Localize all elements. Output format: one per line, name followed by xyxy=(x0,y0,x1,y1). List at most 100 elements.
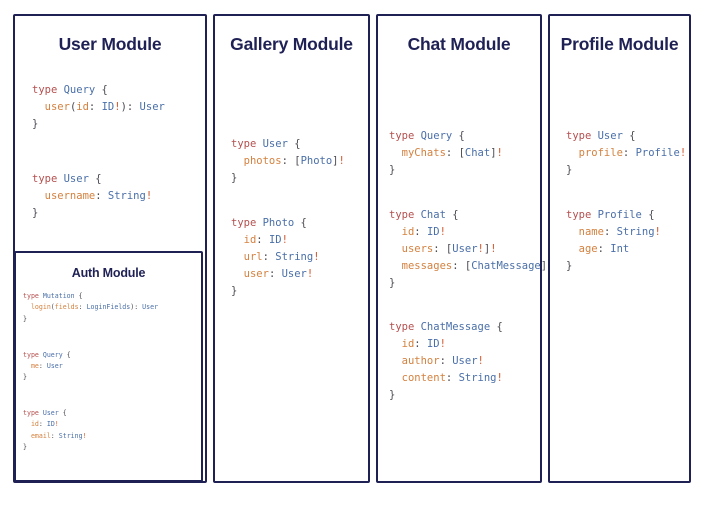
token-brace: } xyxy=(23,442,27,451)
token-bracket: [ xyxy=(464,259,472,272)
token-brace: } xyxy=(32,207,39,219)
token-keyword: type xyxy=(23,292,43,300)
token-field-name: messages xyxy=(389,259,453,272)
token-field-name: name xyxy=(566,225,604,238)
token-keyword: type xyxy=(231,138,263,150)
code-block-auth: type Mutation { login(fields: LoginField… xyxy=(16,291,201,453)
graphql-snippet-user: type Query { user(id: ID!): User } type … xyxy=(32,82,205,222)
token-colon: : xyxy=(433,242,446,255)
token-non-null: ! xyxy=(490,242,497,255)
code-block-user: type Query { user(id: ID!): User } type … xyxy=(15,82,205,222)
token-field-name: profile xyxy=(566,147,623,159)
token-brace: } xyxy=(389,164,396,176)
token-non-null: ! xyxy=(679,147,687,159)
code-block-profile: type User { profile: Profile! } type Pro… xyxy=(550,128,689,275)
module-card-user[interactable]: User Module type Query { user(id: ID!): … xyxy=(13,14,207,483)
token-keyword: type xyxy=(231,216,263,229)
graphql-snippet-profile: type User { profile: Profile! } type Pro… xyxy=(566,128,689,275)
module-card-chat[interactable]: Chat Module type Query { myChats: [Chat]… xyxy=(376,14,553,483)
token-colon: : xyxy=(414,225,427,238)
token-non-null: ! xyxy=(114,101,121,113)
token-bracket: [ xyxy=(445,242,453,255)
token-non-null: ! xyxy=(313,250,320,263)
token-brace: { xyxy=(490,321,503,333)
token-field-name: id xyxy=(389,225,415,238)
token-keyword: type xyxy=(23,409,43,417)
graphql-snippet-chat: type Query { myChats: [Chat]! } type Cha… xyxy=(389,128,553,404)
module-card-profile[interactable]: Profile Module type User { profile: Prof… xyxy=(548,14,691,483)
token-return-type: User xyxy=(139,101,165,113)
token-brace: } xyxy=(389,389,396,401)
token-arg-name: id xyxy=(76,101,89,113)
graphql-snippet-gallery: type User { photos: [Photo]! } type Phot… xyxy=(231,136,368,300)
token-field-type: Profile xyxy=(635,147,680,159)
token-colon: : xyxy=(38,361,47,370)
token-colon: : xyxy=(134,303,143,312)
token-colon: : xyxy=(603,225,617,238)
module-title-gallery: Gallery Module xyxy=(230,34,353,54)
token-type-name: Query xyxy=(420,130,453,142)
token-non-null: ! xyxy=(439,225,446,238)
token-field-name: username xyxy=(32,190,96,202)
token-keyword: type xyxy=(389,208,421,221)
token-non-null: ! xyxy=(439,338,446,350)
token-field-name: user xyxy=(32,101,70,113)
token-colon: : xyxy=(50,431,59,440)
token-brace: { xyxy=(74,292,83,300)
token-type-name: Profile xyxy=(597,208,642,221)
token-colon: : xyxy=(439,355,453,367)
token-bracket: [ xyxy=(294,155,301,167)
token-brace: } xyxy=(32,118,39,130)
token-bracket: [ xyxy=(458,147,465,159)
token-colon: : xyxy=(78,303,87,312)
token-paren: ( xyxy=(69,101,77,113)
token-colon: : xyxy=(262,250,276,263)
token-non-null: ! xyxy=(54,420,59,429)
token-brace: { xyxy=(452,130,465,142)
token-keyword: type xyxy=(23,350,43,359)
token-field-type: ID xyxy=(46,420,55,429)
token-brace: { xyxy=(641,208,655,221)
token-type-name: Mutation xyxy=(42,292,75,300)
token-colon: : xyxy=(126,101,140,113)
token-paren: ( xyxy=(50,303,55,312)
token-field-name: url xyxy=(231,250,263,263)
token-brace: { xyxy=(294,216,307,229)
token-non-null: ! xyxy=(654,225,661,238)
token-colon: : xyxy=(95,190,108,202)
token-field-type: ID xyxy=(426,338,440,350)
token-colon: : xyxy=(38,420,47,429)
token-keyword: type xyxy=(566,130,598,142)
module-title-user: User Module xyxy=(58,34,162,54)
module-title-auth: Auth Module xyxy=(71,266,146,280)
token-non-null: ! xyxy=(496,147,503,159)
token-non-null: ! xyxy=(496,372,503,384)
token-brace: { xyxy=(58,409,67,417)
token-arg-name: fields xyxy=(54,303,79,312)
token-field-type: Int xyxy=(610,242,630,255)
module-card-auth[interactable]: Auth Module type Mutation { login(fields… xyxy=(14,251,203,482)
token-colon: : xyxy=(268,267,282,280)
token-keyword: type xyxy=(389,321,421,333)
token-field-type: String xyxy=(616,225,655,238)
token-colon: : xyxy=(445,147,459,159)
token-field-name: age xyxy=(566,242,598,255)
token-field-name: id xyxy=(23,420,39,429)
token-field-type: Chat xyxy=(464,147,491,159)
module-card-gallery[interactable]: Gallery Module type User { photos: [Phot… xyxy=(213,14,370,483)
token-non-null: ! xyxy=(306,267,314,280)
token-keyword: type xyxy=(389,130,421,142)
token-bracket: ] xyxy=(483,242,491,255)
token-field-name: id xyxy=(231,233,257,246)
token-colon: : xyxy=(414,338,427,350)
token-colon: : xyxy=(88,101,102,113)
module-title-chat: Chat Module xyxy=(407,34,511,54)
token-type-name: User xyxy=(63,173,89,185)
token-non-null: ! xyxy=(338,155,345,167)
token-paren: ) xyxy=(130,303,135,312)
token-colon: : xyxy=(622,147,636,159)
token-brace: { xyxy=(88,173,102,185)
token-field-type: User xyxy=(452,355,478,367)
token-brace: { xyxy=(287,138,301,150)
token-colon: : xyxy=(256,233,269,246)
